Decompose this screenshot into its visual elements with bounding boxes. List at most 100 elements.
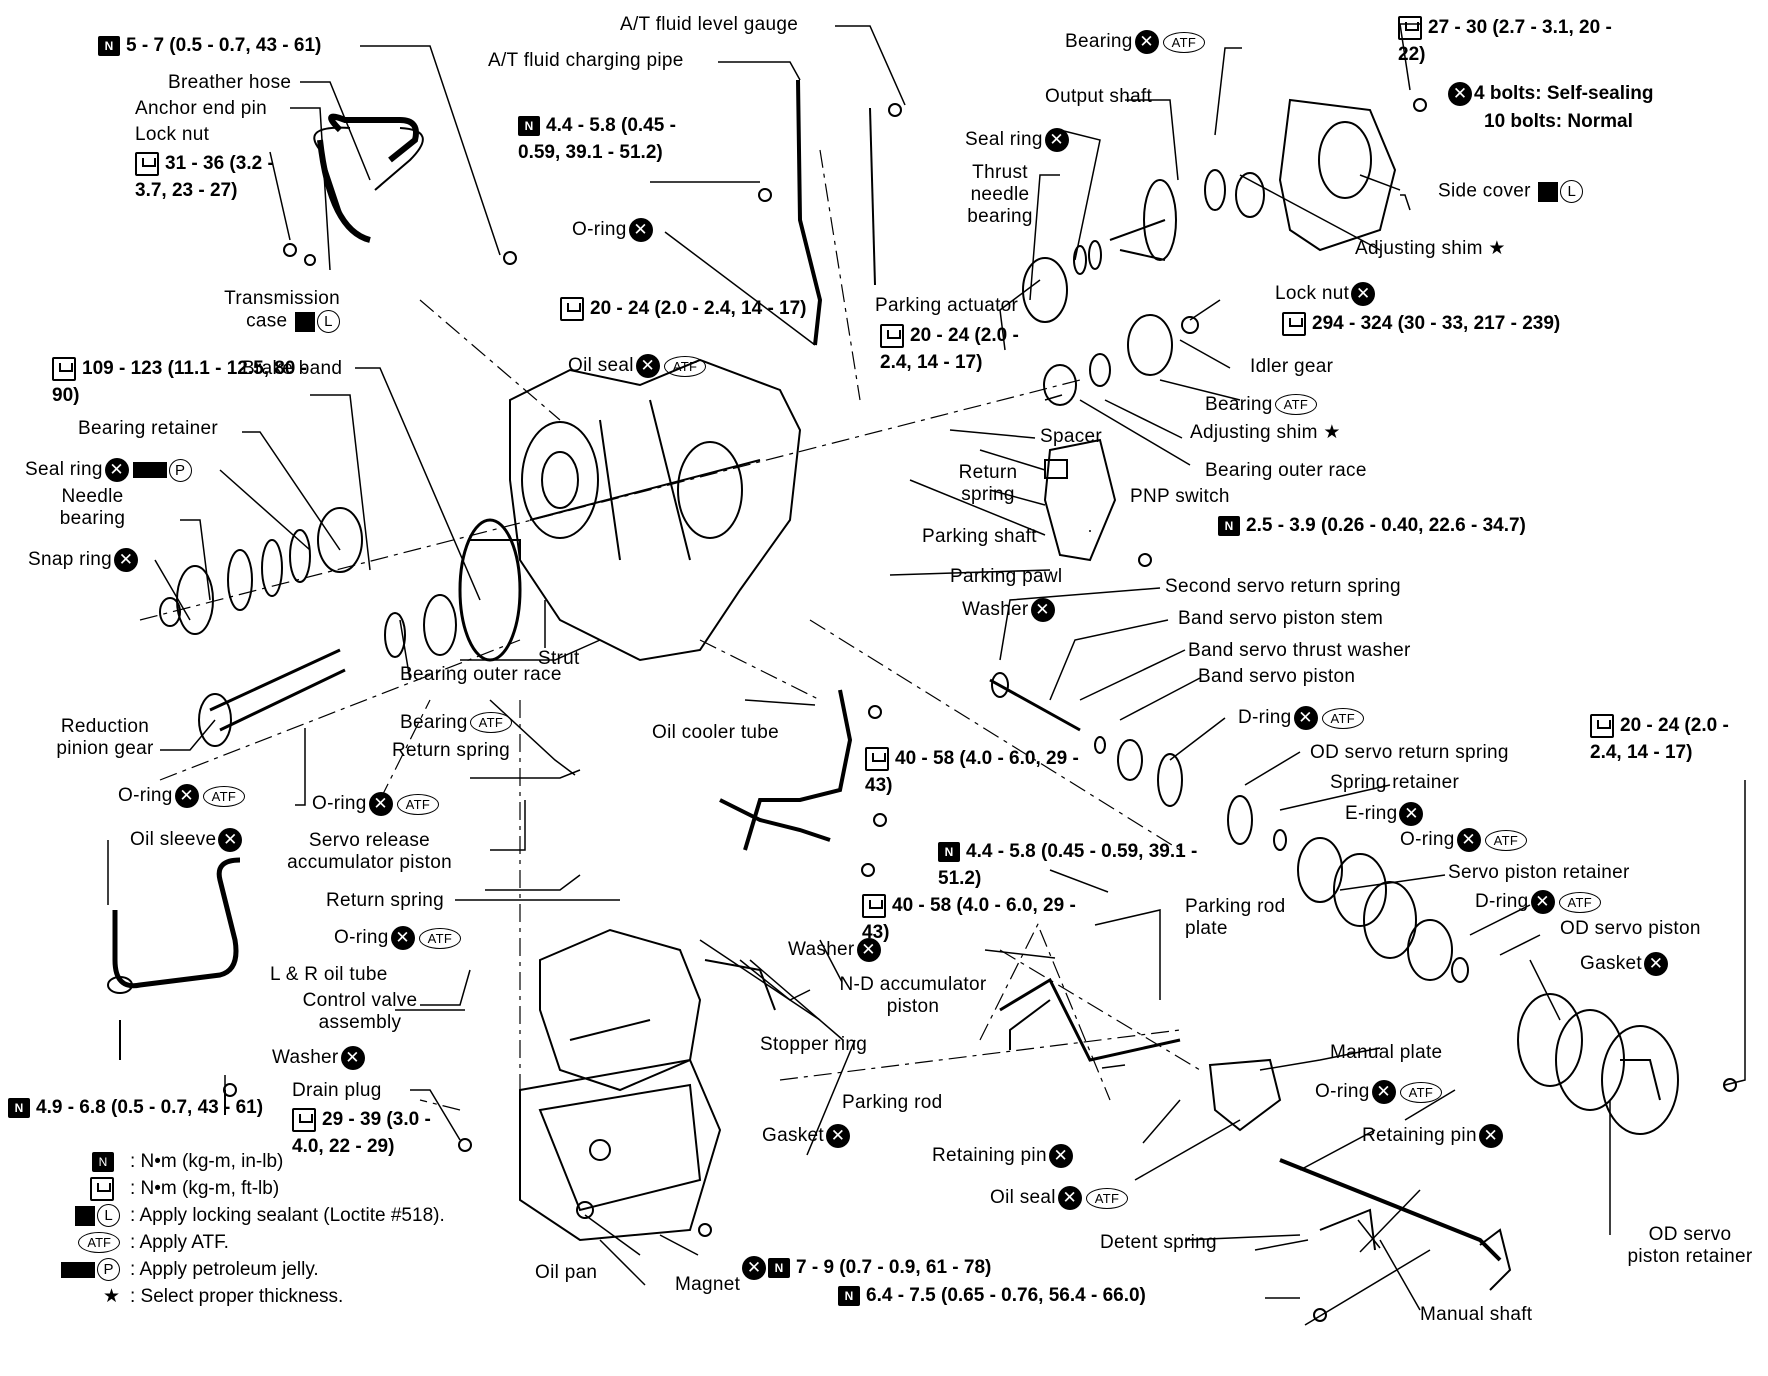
label-band-servo-piston: Band servo piston (1198, 666, 1356, 687)
replace-icon: ✕ (635, 354, 660, 378)
locking-sealant-icon: L (1560, 180, 1584, 203)
label-o-ring-6: O-ring✕ATF (1315, 1080, 1443, 1104)
label-lock-nut-1: Lock nut (135, 124, 210, 145)
label-manual-plate: Manual plate (1330, 1042, 1443, 1063)
label-o-ring-2: O-ring✕ATF (118, 784, 246, 808)
label-anchor-pin: Anchor end pin (135, 98, 268, 119)
jelly-icon: P (168, 458, 192, 482)
sealant-icon (75, 1205, 95, 1226)
label-adjusting-shim-2: Adjusting shim ★ (1190, 422, 1341, 443)
replace-icon: ✕ (1644, 952, 1668, 976)
label-d-ring-1: D-ring✕ATF (1238, 706, 1365, 730)
legend-row-jelly: P: Apply petroleum jelly. (32, 1256, 445, 1283)
torque-ft-lb-icon (52, 356, 76, 381)
torque-ft-lb-icon (135, 151, 159, 176)
label-charging-pipe: A/T fluid charging pipe (488, 50, 684, 71)
label-o-ring-4: O-ring✕ATF (334, 926, 462, 950)
label-retaining-pin-1: Retaining pin✕ (932, 1144, 1075, 1168)
torque-ft-lb-icon (90, 1176, 114, 1201)
torque-ft-lb-icon (880, 323, 904, 348)
replace-icon: ✕ (218, 828, 243, 852)
label-adjusting-shim-1: Adjusting shim ★ (1355, 238, 1506, 259)
label-retaining-pin-2: Retaining pin✕ (1362, 1124, 1505, 1148)
label-snap-ring: Snap ring✕ (28, 548, 140, 572)
label-servo-piston-retainer: Servo piston retainer (1448, 862, 1630, 883)
label-e-ring: E-ring✕ (1345, 802, 1425, 826)
label-od-servo-retainer: OD servo piston retainer (1627, 1224, 1753, 1267)
torque-in-lb-icon: N (1218, 515, 1240, 536)
label-parking-actuator: Parking actuator (875, 295, 1019, 316)
label-return-spring-1: Return spring (392, 740, 510, 761)
label-o-ring-5: O-ring✕ATF (1400, 828, 1528, 852)
replace-icon: ✕ (1530, 890, 1555, 914)
replace-icon: ✕ (1293, 706, 1318, 730)
label-washer-1: Washer✕ (272, 1046, 367, 1070)
torque-t2: 31 - 36 (3.2 - 3.7, 23 - 27) (135, 151, 274, 201)
label-second-servo: Second servo return spring (1165, 576, 1401, 597)
bolts-normal: 10 bolts: Normal (1484, 111, 1633, 132)
sealant-icon (1538, 181, 1559, 202)
torque-t4: 20 - 24 (2.0 - 2.4, 14 - 17) (560, 295, 810, 322)
replace-icon: ✕ (1134, 30, 1159, 54)
label-spring-retainer: Spring retainer (1330, 772, 1460, 793)
atf-icon: ATF (78, 1232, 120, 1254)
replace-icon: ✕ (1048, 1144, 1073, 1168)
label-spacer: Spacer (1040, 426, 1103, 447)
atf-icon: ATF (396, 793, 440, 815)
replace-icon: ✕ (368, 792, 393, 816)
replace-icon: ✕ (174, 784, 199, 808)
label-seal-ring-1: Seal ring✕P (25, 458, 192, 482)
torque-ft-lb-icon (865, 746, 889, 771)
label-gasket-1: Gasket✕ (762, 1124, 852, 1148)
label-parking-pawl: Parking pawl (950, 566, 1063, 587)
leader-lines (107, 23, 1746, 1326)
replace-icon: ✕ (1030, 598, 1055, 622)
torque-ft-lb-icon (292, 1107, 316, 1132)
replace-icon: ✕ (1456, 828, 1481, 852)
oil-pan-drawing (519, 1058, 722, 1242)
label-bearing-retainer: Bearing retainer (78, 418, 218, 439)
label-magnet: Magnet (675, 1274, 741, 1295)
label-parking-rod-plate: Parking rod plate (1185, 896, 1286, 939)
torque-ft-lb-icon (1398, 15, 1422, 40)
atf-icon: ATF (418, 927, 462, 949)
locking-sealant-icon: L (97, 1204, 120, 1228)
label-oil-sleeve: Oil sleeve✕ (130, 828, 244, 852)
label-brake-band: Brake band (242, 358, 343, 379)
torque-t15: 29 - 39 (3.0 - 4.0, 22 - 29) (292, 1107, 431, 1157)
atf-icon: ATF (1558, 891, 1602, 913)
petroleum-jelly-icon (61, 1261, 95, 1278)
torque-ft-lb-icon (1282, 311, 1306, 336)
torque-t6: 20 - 24 (2.0 - 2.4, 14 - 17) (880, 323, 1019, 373)
label-bearing-outer-race-2: Bearing outer race (1205, 460, 1367, 481)
legend-row-in-lb: N: N•m (kg-m, in-lb) (32, 1148, 445, 1175)
atf-icon: ATF (202, 785, 246, 807)
label-lr-oil-tube: L & R oil tube (270, 964, 388, 985)
label-washer-3: Washer✕ (962, 598, 1057, 622)
label-band-servo-washer: Band servo thrust washer (1188, 640, 1411, 661)
replace-icon: ✕ (628, 218, 653, 242)
torque-in-lb-icon: N (98, 35, 120, 56)
label-o-ring-1: O-ring✕ (572, 218, 655, 242)
torque-in-lb-icon: N (8, 1097, 30, 1118)
locking-sealant-icon: L (317, 310, 340, 333)
label-servo-release: Servo release accumulator piston (287, 830, 452, 873)
replace-icon: ✕ (114, 548, 139, 572)
torque-t12: 40 - 58 (4.0 - 6.0, 29 - 43) (862, 893, 1076, 943)
atf-icon: ATF (1085, 1187, 1129, 1209)
label-oil-pan: Oil pan (535, 1262, 598, 1283)
sealant-icon (295, 311, 315, 332)
legend: N: N•m (kg-m, in-lb) : N•m (kg-m, ft-lb)… (32, 1148, 445, 1310)
label-idler-gear: Idler gear (1250, 356, 1334, 377)
torque-in-lb-icon: N (518, 115, 540, 136)
atf-icon: ATF (1484, 829, 1528, 851)
label-pnp-switch: PNP switch (1130, 486, 1230, 507)
label-oil-seal-1: Oil seal✕ATF (568, 354, 707, 378)
